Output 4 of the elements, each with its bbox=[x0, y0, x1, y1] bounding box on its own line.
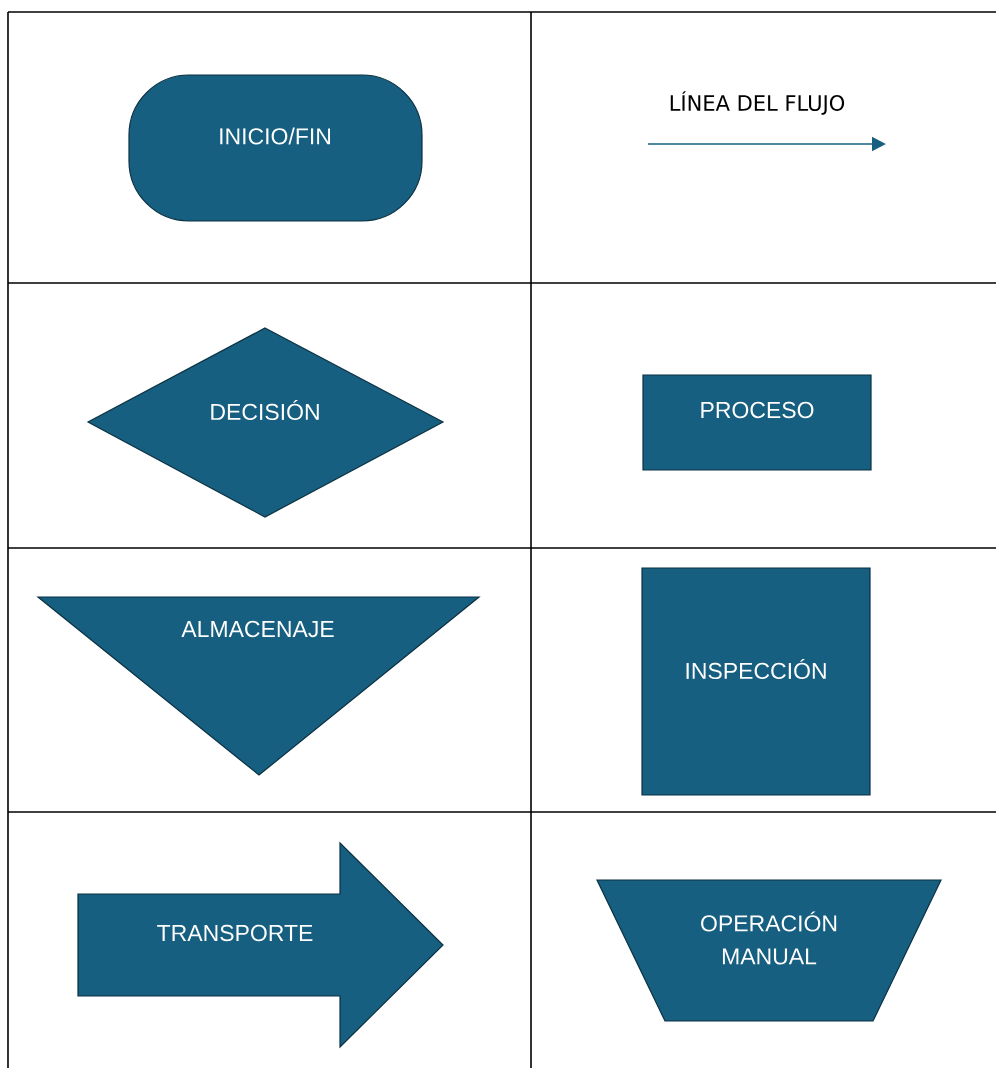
symbol-label: LÍNEA DEL FLUJO bbox=[670, 91, 845, 115]
manual-operation-trapezoid: OPERACIÓN MANUAL bbox=[596, 879, 942, 1022]
inspection-square: INSPECCIÓN bbox=[641, 567, 871, 796]
process-box: PROCESO bbox=[642, 374, 872, 471]
